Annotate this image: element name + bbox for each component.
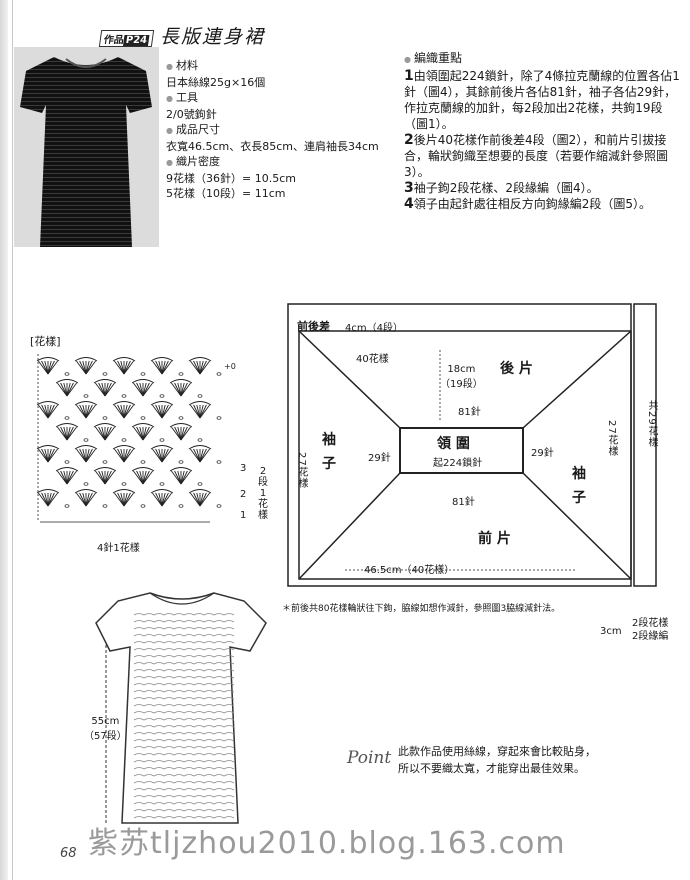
schematic-diagram bbox=[287, 303, 657, 587]
page-number: 68 bbox=[60, 846, 77, 861]
point-text: 此款作品使用絲線，穿起來會比較貼身，所以不要織太寬，才能穿出最佳效果。 bbox=[398, 745, 596, 775]
total-pattern-count: 共29花樣 bbox=[646, 400, 657, 448]
garment-photo bbox=[14, 47, 159, 247]
materials-spec: 材料 日本絲線25g×16個 工具 2/0號鉤針 成品尺寸 衣寬46.5cm、衣… bbox=[166, 58, 379, 202]
page-spine-shadow bbox=[0, 0, 8, 880]
neckline-label: 領 圍 bbox=[437, 436, 470, 452]
schematic-note: ＊前後共80花樣輪狀往下鉤，脇線如想作減針，參照圖3脇線減針法。 bbox=[282, 604, 561, 614]
top-stitch-count: 81針 bbox=[458, 407, 481, 418]
page-spine-line bbox=[12, 0, 13, 880]
right-side-pattern-count: 27花樣 bbox=[606, 420, 617, 457]
note-1: 1由領圍起224鎖針，除了4條拉克蘭線的位置各佔1針（圖4），其餘前後片各佔81… bbox=[404, 68, 680, 131]
chart-row-3: 3 bbox=[240, 463, 247, 474]
stitch-pattern-chart bbox=[36, 354, 222, 523]
gauge-value-2: 5花樣（10段）= 11cm bbox=[166, 187, 286, 200]
knitting-notes: 編織重點 1由領圍起224鎖針，除了4條拉克蘭線的位置各佔1針（圖4），其餘前後… bbox=[404, 50, 682, 212]
left-stitch-count: 29針 bbox=[368, 453, 391, 464]
bottom-stitch-count: 81針 bbox=[452, 497, 475, 508]
left-side-pattern-count: 27花樣 bbox=[296, 452, 307, 489]
page-title: 長版連身裙 bbox=[160, 26, 266, 48]
notes-heading: 編織重點 bbox=[404, 50, 682, 68]
pattern-title: [花樣] bbox=[30, 335, 61, 348]
right-stitch-count: 29針 bbox=[531, 448, 554, 459]
tool-value: 2/0號鉤針 bbox=[166, 107, 217, 121]
neckline-chain-count: 起224鎖針 bbox=[433, 458, 483, 469]
blog-watermark: 紫苏tljzhou2010.blog.163.com bbox=[88, 826, 566, 861]
left-sleeve-label: 袖子 bbox=[322, 432, 336, 472]
size-value: 衣寬46.5cm、衣長85cm、連肩袖長34cm bbox=[166, 139, 379, 153]
chart-caption: 4針1花樣 bbox=[97, 543, 140, 554]
tool-heading: 工具 bbox=[166, 90, 379, 107]
material-heading: 材料 bbox=[166, 58, 379, 75]
front-back-diff-value: 4cm（4段） bbox=[345, 323, 403, 334]
bottom-width-label: 46.5cm（40花樣） bbox=[364, 565, 455, 576]
front-back-diff-label: 前後差 bbox=[297, 320, 330, 333]
point-label: Point bbox=[347, 748, 392, 768]
dress-illustration bbox=[95, 592, 267, 824]
work-number-tag: 作品P24 bbox=[98, 30, 155, 47]
dress-length-label: 55cm（57段） bbox=[84, 716, 127, 742]
chart-mark-plus-0: +0 bbox=[224, 362, 236, 371]
garment-photo-drawing bbox=[20, 57, 152, 247]
note-2: 2後片40花樣作前後差4段（圖2），和前片引拔接合，輪狀鉤織至想要的長度（若要作… bbox=[404, 132, 669, 179]
gauge-heading: 織片密度 bbox=[166, 154, 379, 171]
chart-row-1: 1 bbox=[240, 510, 247, 521]
back-pattern-count: 40花樣 bbox=[356, 354, 389, 365]
right-sleeve-label: 袖子 bbox=[572, 466, 586, 506]
back-panel-label: 後 片 bbox=[500, 361, 533, 377]
note-4: 4領子由起針處往相反方向鉤緣編2段（圖5）。 bbox=[404, 196, 652, 212]
note-3: 3袖子鉤2段花樣、2段緣編（圖4）。 bbox=[404, 180, 599, 196]
chart-row-2: 2 bbox=[240, 489, 247, 500]
front-panel-label: 前 片 bbox=[478, 531, 511, 547]
gauge-value-1: 9花樣（36針）= 10.5cm bbox=[166, 171, 296, 185]
material-value: 日本絲線25g×16個 bbox=[166, 75, 266, 89]
back-height-label: 18cm（19段） bbox=[440, 364, 483, 390]
size-heading: 成品尺寸 bbox=[166, 122, 379, 139]
edge-width-label: 3cm bbox=[600, 626, 622, 637]
